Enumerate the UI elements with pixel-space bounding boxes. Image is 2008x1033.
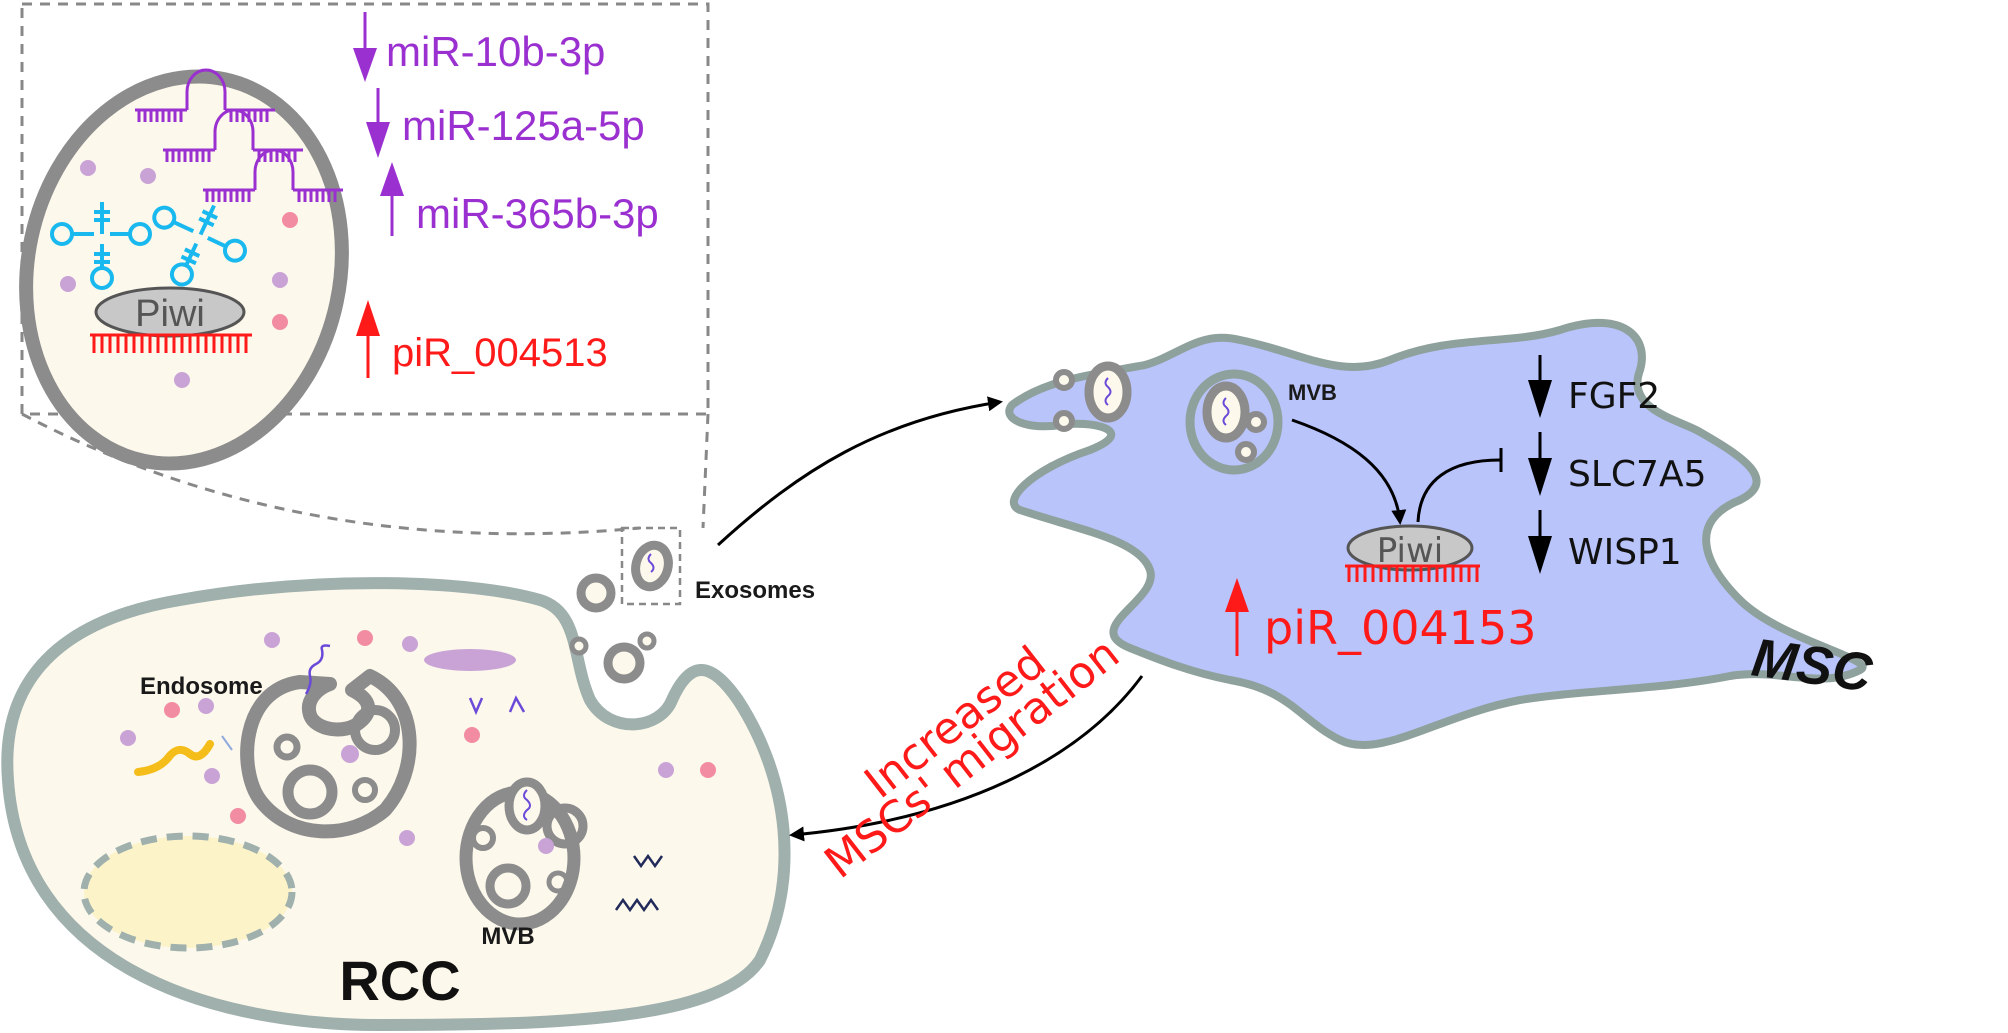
arrow-down-icon (1528, 458, 1552, 496)
endosome-label: Endosome (140, 673, 263, 700)
exosome-enlarged (19, 69, 349, 471)
inhibition-arrow (1416, 458, 1501, 523)
msc-mvb (1185, 369, 1283, 475)
endosome (240, 669, 417, 839)
inset-dashed-border (20, 2, 710, 416)
rna-fragment-icon (614, 897, 660, 913)
inset-panel: Piwi miR-10b-3p miR-125a-5p miR-365b-3p (19, 2, 710, 536)
mirna-list: miR-10b-3p miR-125a-5p miR-365b-3p piR_0… (353, 12, 659, 378)
arrow-up-icon (380, 162, 404, 196)
pirna-label: piR_004513 (392, 331, 608, 375)
exosome-icon (631, 540, 673, 592)
rcc-title: RCC (339, 949, 460, 1012)
mirna-hairpin (203, 148, 343, 202)
nucleus (80, 832, 296, 952)
rna-fragment-icon (468, 695, 526, 716)
exosome-highlight-box (620, 526, 682, 606)
target-genes: FGF2 SLC7A5 WISP1 (1528, 355, 1706, 574)
mirna-item: miR-10b-3p (353, 12, 605, 82)
organelle (424, 649, 516, 671)
pirna-item: piR_004513 (356, 300, 608, 378)
rna-fragment-icon (632, 853, 664, 869)
target-gene-item: WISP1 (1528, 510, 1682, 574)
arrow-down-icon (366, 122, 390, 158)
arrow-down-icon (1528, 536, 1552, 574)
zoom-line (701, 413, 710, 529)
msc-piwi-label: Piwi (1377, 531, 1443, 571)
trna-icon (152, 204, 247, 287)
rcc-particles (120, 630, 716, 913)
mirna-hairpin (135, 68, 275, 122)
target-gene-label: WISP1 (1568, 532, 1682, 573)
mirna-item: miR-125a-5p (366, 88, 645, 158)
mirna-item: miR-365b-3p (380, 162, 659, 237)
msc-title: MSC (1748, 627, 1876, 703)
released-exosomes (569, 526, 682, 684)
mirna-hairpins (135, 68, 343, 202)
inset-dots (60, 160, 298, 388)
trna-molecules (50, 202, 247, 290)
mrna-strand-icon (134, 740, 214, 776)
zoom-line (21, 412, 641, 536)
rna-fragment-icon (304, 644, 331, 695)
pirna-strand-icon (90, 333, 252, 353)
pirna-strand-icon (1345, 564, 1480, 582)
msc-mvb-label: MVB (1288, 380, 1337, 405)
target-gene-item: FGF2 (1528, 355, 1660, 418)
target-gene-label: SLC7A5 (1568, 454, 1706, 495)
arrow-down-icon (1528, 380, 1552, 418)
mirna-label: miR-10b-3p (386, 28, 605, 75)
arrow-up-icon (1225, 578, 1249, 612)
piwi-label: Piwi (135, 293, 205, 335)
arrow-up-icon (356, 300, 380, 336)
trna-icon (50, 202, 152, 290)
rna-fragment-icon (221, 735, 233, 751)
effect-line2: MSCs' migration (815, 628, 1128, 889)
arrow-down-icon (353, 48, 377, 82)
migration-arrow (789, 675, 1144, 842)
rcc-mvb (459, 777, 588, 931)
mirna-label: miR-365b-3p (416, 190, 659, 237)
uptake-arrow (716, 396, 1003, 547)
target-gene-label: FGF2 (1568, 376, 1660, 417)
exosome-icon (1084, 361, 1132, 423)
exosomes-label: Exosomes (695, 577, 815, 604)
mirna-label: miR-125a-5p (402, 102, 645, 149)
rcc-cell: Endosome MVB RCC (1, 577, 791, 1032)
mvb-to-piwi-arrow (1291, 418, 1407, 525)
msc-cell: MVB Piwi FGF2 SLC7A5 (1005, 318, 1877, 749)
piwi-protein-icon (1346, 524, 1474, 572)
rcc-mvb-label: MVB (481, 923, 534, 950)
msc-pirna-label: piR_004153 (1264, 601, 1537, 655)
target-gene-item: SLC7A5 (1528, 432, 1706, 496)
